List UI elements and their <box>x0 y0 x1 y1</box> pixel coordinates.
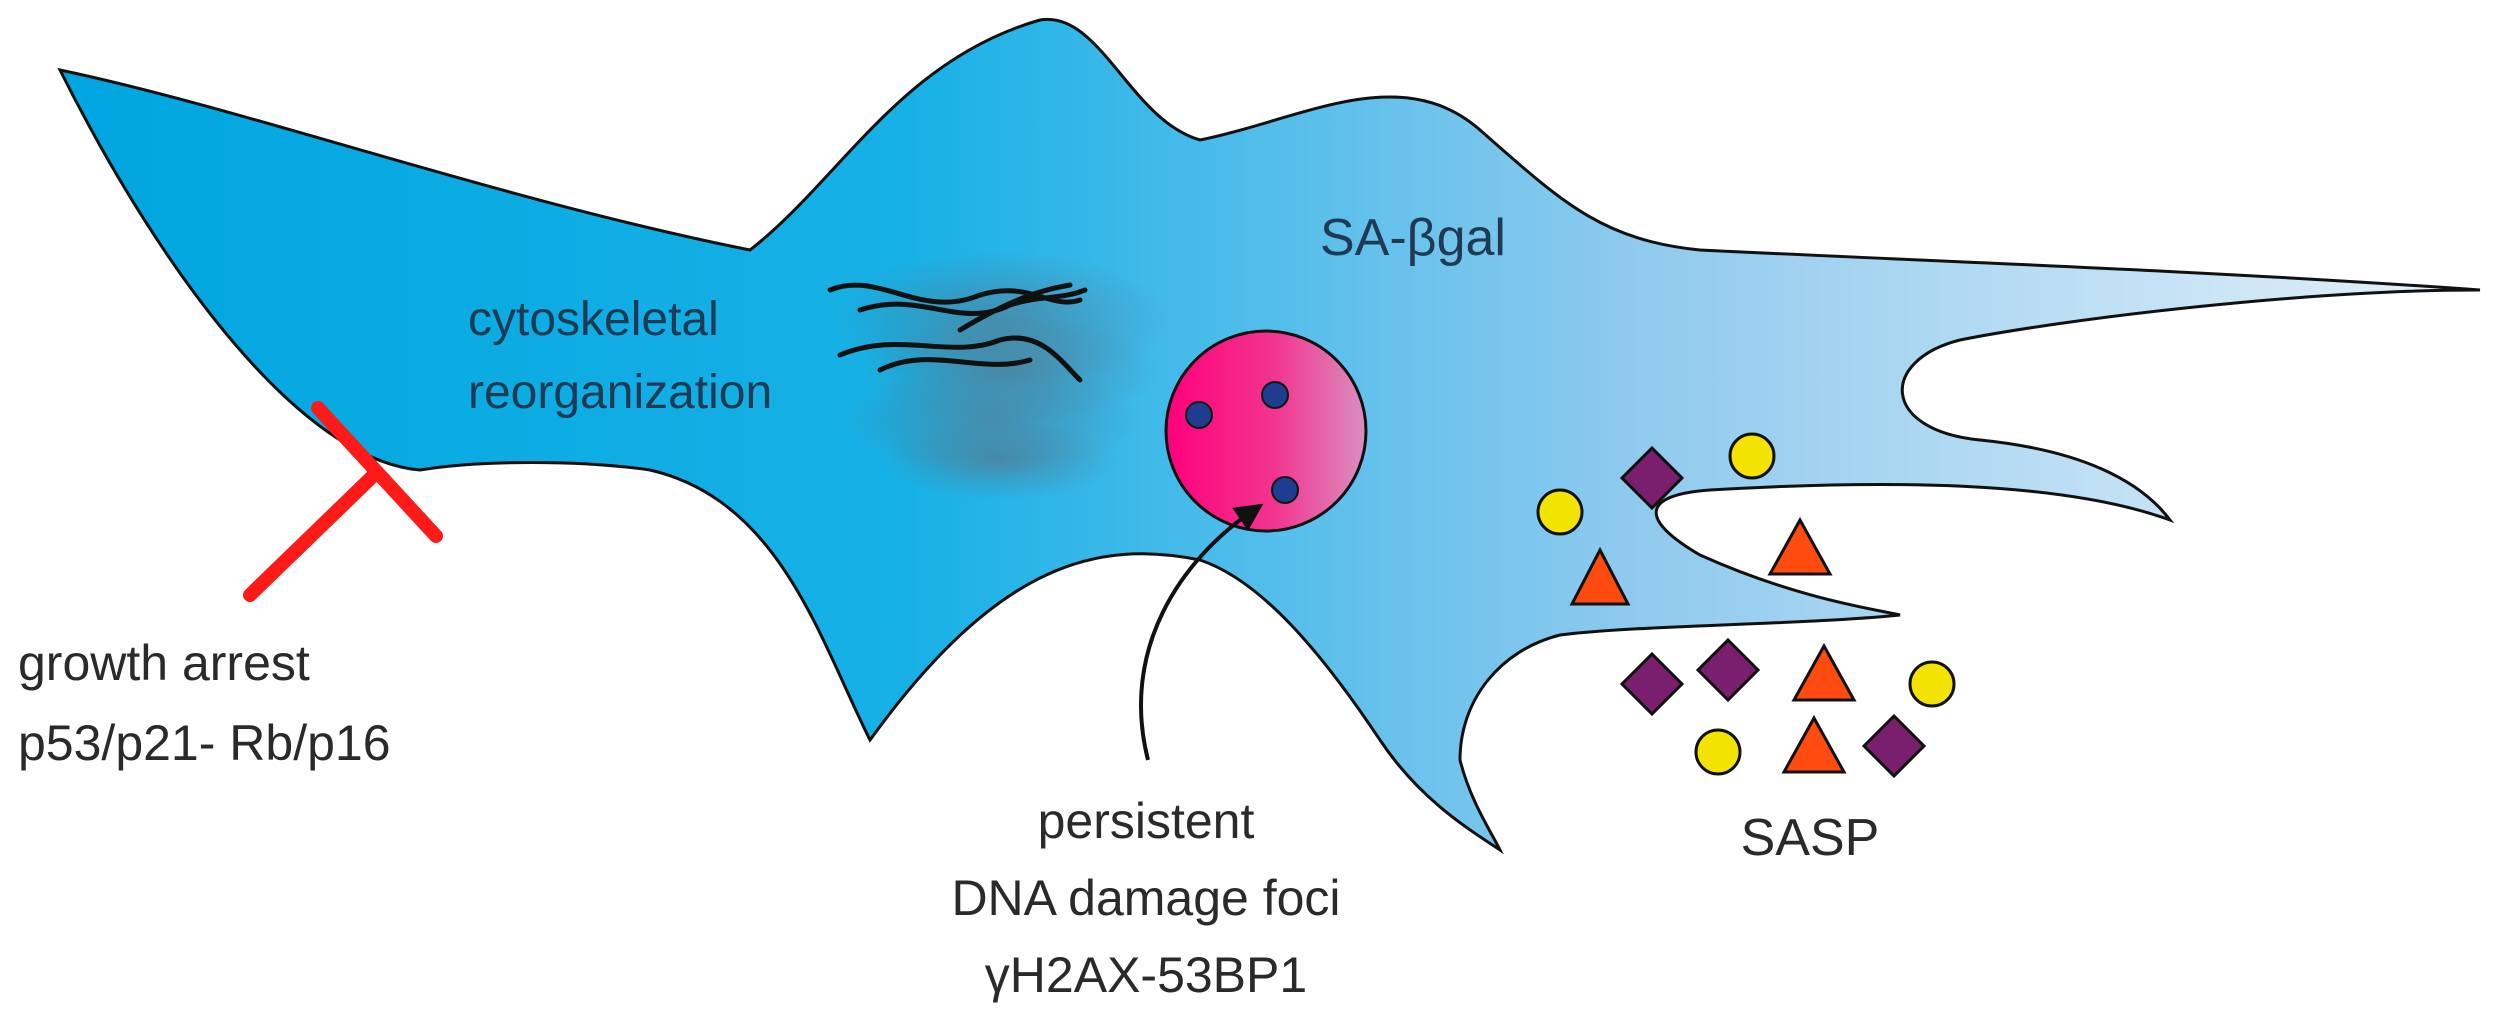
growth-arrest-pathways-label: p53/p21- Rb/p16 <box>18 715 391 771</box>
dna-damage-label-3: γH2AX-53BP1 <box>985 947 1307 1003</box>
reorganization-label: reorganization <box>468 366 772 419</box>
cytoskeletal-label: cytoskeletal <box>468 293 719 346</box>
cytoskeleton-haze <box>830 250 1170 500</box>
sasp-triangle <box>1569 546 1631 606</box>
dna-damage-focus <box>1271 476 1299 504</box>
sasp-triangle <box>1781 714 1847 774</box>
dna-damage-arrow <box>1138 503 1264 761</box>
sasp-circle <box>1536 488 1584 536</box>
sasp-triangle <box>1791 642 1857 702</box>
inhibition-symbol <box>243 401 443 602</box>
sasp-triangle <box>1767 516 1833 576</box>
sasp-diamond <box>1695 637 1761 703</box>
sasp-circle <box>1728 432 1776 480</box>
dna-damage-focus <box>1261 381 1289 409</box>
dna-damage-focus <box>1185 401 1213 429</box>
sasp-diamond <box>1861 713 1927 779</box>
growth-arrest-label: growth arrest <box>18 635 310 691</box>
sa-beta-gal-label: SA-βgal <box>1320 209 1506 267</box>
sasp-circle <box>1694 728 1742 776</box>
dna-damage-label-2: DNA damage foci <box>951 870 1340 926</box>
sasp-label: SASP <box>1741 809 1880 867</box>
dna-damage-label-1: persistent <box>1038 793 1255 849</box>
sasp-diamond <box>1619 445 1685 511</box>
sasp-diamond <box>1619 651 1685 717</box>
cytoskeletal-filaments <box>827 282 1088 383</box>
sasp-circle <box>1908 660 1956 708</box>
sasp-factors <box>1536 432 1956 779</box>
nucleus <box>1164 329 1368 533</box>
